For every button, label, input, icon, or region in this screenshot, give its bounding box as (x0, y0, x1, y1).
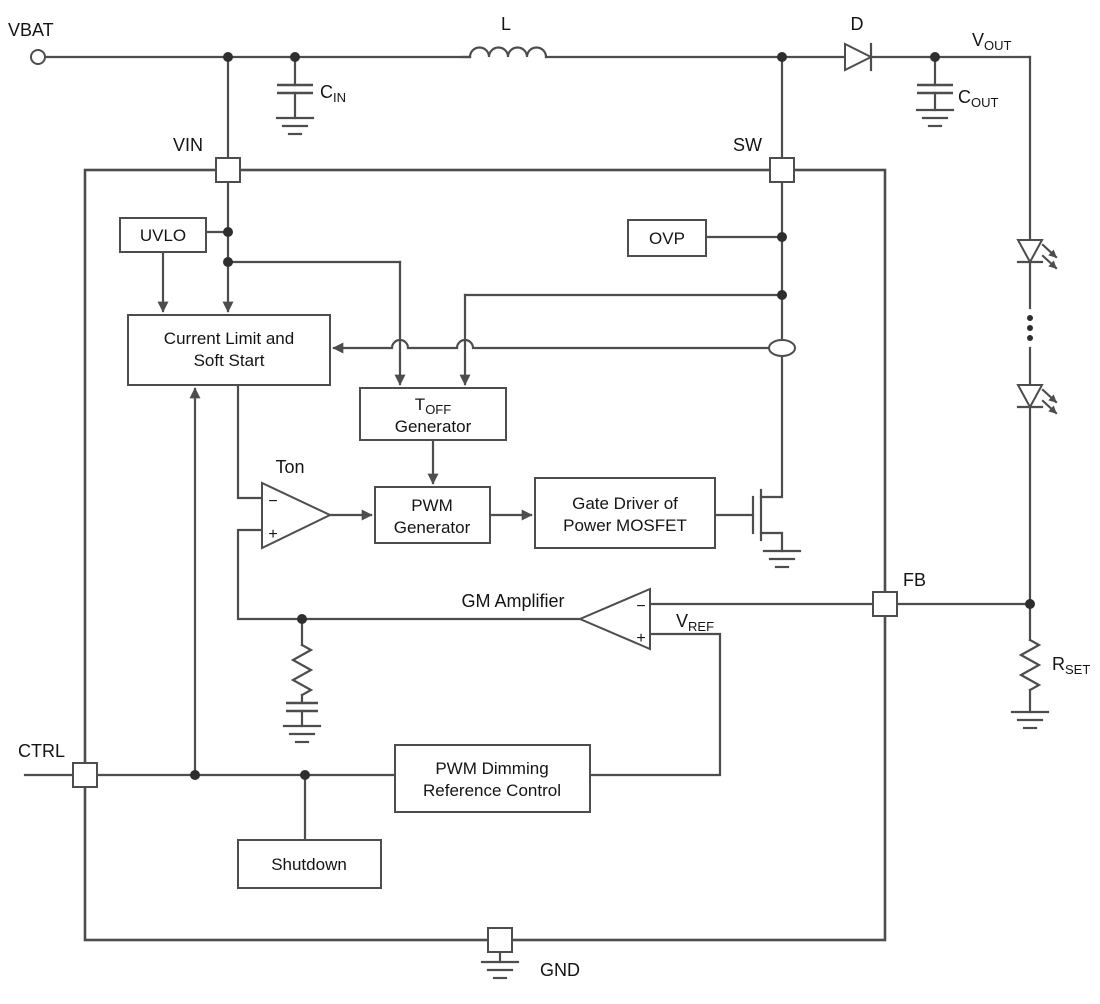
ground-symbol-mosfet (762, 549, 802, 569)
ground-symbol-gnd-pin (480, 960, 520, 980)
led2-triangle (1016, 384, 1044, 410)
vout-label: VOUT (972, 30, 1012, 53)
junction-comp (297, 614, 307, 624)
comp-resistor (290, 643, 314, 697)
ovp-block (627, 219, 707, 257)
junction-sw-toff (777, 290, 787, 300)
pwm-gen-label-1: PWM (411, 496, 453, 515)
wire-vref (588, 632, 722, 777)
diode-label: D (851, 14, 864, 34)
junction-ctrl-currentlimit (190, 770, 200, 780)
junction-uvlo (223, 227, 233, 237)
current-limit-block (127, 314, 331, 386)
gm-minus-sign: − (636, 598, 645, 615)
pin-sw (769, 157, 795, 183)
rset-resistor (1018, 638, 1042, 692)
wire-gm-ton (236, 528, 582, 621)
uvlo-block (119, 217, 207, 253)
pin-ctrl (72, 762, 98, 788)
toff-label-2: Generator (395, 417, 472, 436)
current-limit-label-1: Current Limit and (164, 329, 294, 348)
cout-label: COUT (958, 87, 999, 110)
led2-icon (1016, 384, 1058, 415)
ton-plus-sign: + (268, 526, 277, 543)
inductor-icon (460, 46, 548, 59)
junction-vin-rail (223, 52, 233, 62)
junction-vin-toff (223, 257, 233, 267)
vbat-label: VBAT (8, 20, 54, 40)
pwm-generator-block (374, 486, 491, 544)
pwm-gen-label-2: Generator (394, 518, 471, 537)
ovp-label: OVP (649, 229, 685, 248)
ctrl-label: CTRL (18, 741, 65, 761)
cout-capacitor-icon (917, 83, 953, 95)
led2-ray-2 (1041, 399, 1058, 415)
ic-boundary (83, 168, 887, 942)
gm-plus-sign: + (636, 630, 645, 647)
pwm-dimming-label-1: PWM Dimming (435, 759, 548, 778)
junction-ovp (777, 232, 787, 242)
diode-triangle (844, 42, 874, 72)
junction-sw-rail (777, 52, 787, 62)
cin-label: CIN (320, 82, 346, 105)
wire-currentlimit-ton (236, 383, 264, 500)
vin-pin-label: VIN (173, 135, 203, 155)
current-sense-ellipse (768, 339, 796, 357)
gate-driver-label-2: Power MOSFET (563, 516, 687, 535)
shutdown-block (237, 839, 382, 889)
pin-fb (872, 591, 898, 617)
wire-sw-drain (759, 355, 784, 499)
ton-minus-sign: − (268, 493, 277, 510)
vref-label: VREF (676, 611, 714, 634)
led2-ray-1 (1041, 388, 1058, 404)
led1-triangle (1016, 239, 1044, 265)
gate-driver-label-1: Gate Driver of (572, 494, 678, 513)
led-ellipsis (1027, 315, 1033, 341)
pin-vin (215, 157, 241, 183)
led1-ray-1 (1041, 243, 1058, 259)
ellipsis-dot-1 (1027, 315, 1033, 321)
uvlo-label: UVLO (140, 226, 186, 245)
led1-ray-2 (1041, 254, 1058, 270)
inductor-label: L (501, 14, 511, 34)
junction-fb-rset (1025, 599, 1035, 609)
gnd-label: GND (540, 960, 580, 980)
pwm-dimming-block (394, 744, 591, 813)
vbat-terminal (30, 49, 46, 65)
toff-label-1: TOFF (415, 395, 451, 417)
toff-generator-block (359, 387, 507, 441)
wire-current-sense (332, 338, 771, 354)
cin-capacitor-icon (277, 83, 313, 95)
junction-ctrl-shutdown (300, 770, 310, 780)
rset-label: RSET (1052, 654, 1090, 677)
ground-symbol-cin (275, 116, 315, 136)
sw-pin-label: SW (733, 135, 762, 155)
fb-pin-label: FB (903, 570, 926, 590)
ground-symbol-cout (915, 108, 955, 128)
gm-amplifier-label: GM Amplifier (461, 591, 564, 611)
ground-symbol-comp (282, 724, 322, 744)
diode-icon (844, 42, 874, 72)
ton-label: Ton (275, 457, 304, 477)
ton-comparator-icon (261, 481, 333, 550)
current-limit-label-2: Soft Start (194, 351, 265, 370)
pin-gnd (487, 927, 513, 953)
pwm-dimming-label-2: Reference Control (423, 781, 561, 800)
shutdown-label: Shutdown (271, 855, 347, 874)
gm-amplifier-icon (577, 587, 651, 651)
junction-cout (930, 52, 940, 62)
led1-icon (1016, 239, 1058, 270)
junction-cin (290, 52, 300, 62)
wire-source-gnd (759, 531, 784, 553)
ellipsis-dot-2 (1027, 325, 1033, 331)
junction-dots (190, 52, 1035, 780)
gate-driver-block (534, 477, 716, 549)
ground-symbol-rset (1010, 710, 1050, 730)
ellipsis-dot-3 (1027, 335, 1033, 341)
wiring (23, 55, 1042, 964)
